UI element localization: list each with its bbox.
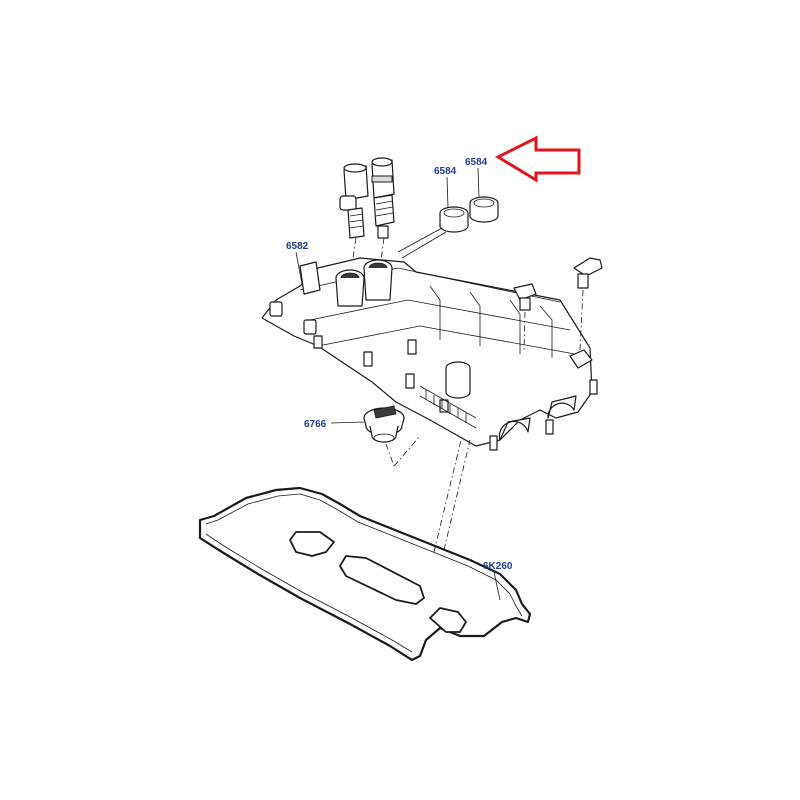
callout-6k260: 6K260 (483, 561, 513, 572)
head-cover-gasket (198, 435, 532, 662)
seal-rings-6584 (397, 196, 499, 259)
oil-filler-cap (330, 405, 421, 467)
callout-6766: 6766 (304, 419, 327, 430)
highlight-arrow (494, 135, 581, 183)
cylinder-head-cover (261, 257, 598, 451)
callout-labels: 6582 6584 6584 6766 6K260 (286, 157, 513, 601)
sensors (513, 257, 603, 351)
vct-solenoids (339, 157, 395, 279)
callout-6584-left: 6584 (434, 166, 457, 177)
callout-6584-right: 6584 (465, 157, 488, 168)
side-ribs (419, 385, 477, 429)
callout-6582: 6582 (286, 241, 309, 252)
